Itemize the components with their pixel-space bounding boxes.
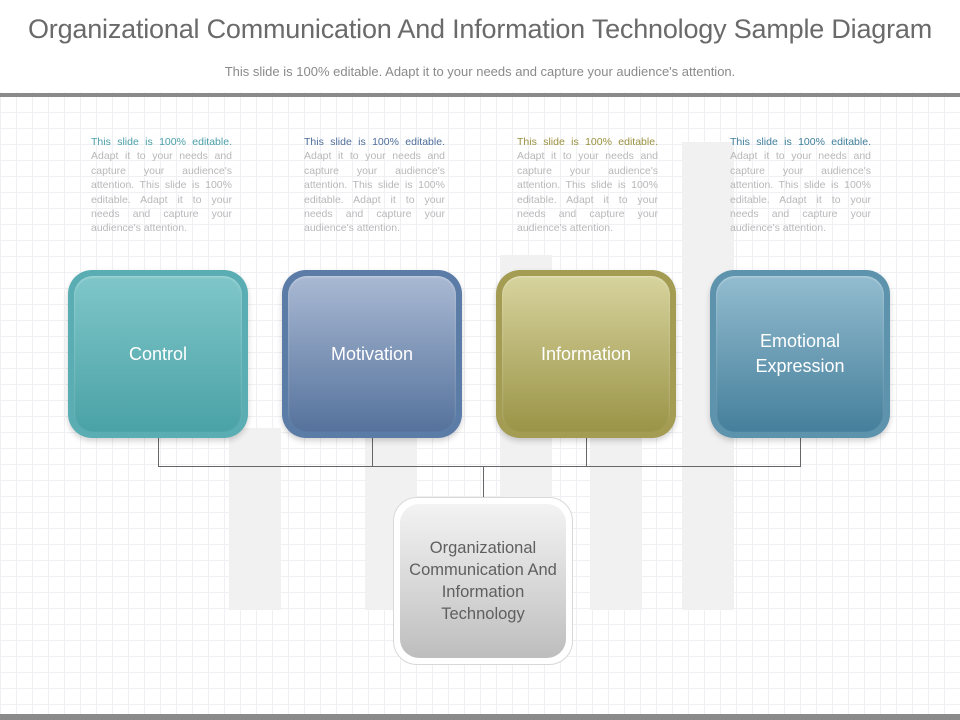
description-body: Adapt it to your needs and capture your … xyxy=(91,150,232,235)
slide-subtitle: This slide is 100% editable. Adapt it to… xyxy=(224,64,736,79)
card-information: Information xyxy=(496,270,676,438)
description-information: This slide is 100% editable. Adapt it to… xyxy=(517,135,658,236)
card-motivation: Motivation xyxy=(282,270,462,438)
description-motivation: This slide is 100% editable. Adapt it to… xyxy=(304,135,445,236)
card-motivation-label: Motivation xyxy=(330,343,414,364)
card-information-face: Information xyxy=(502,276,670,432)
card-control-label: Control xyxy=(128,343,188,364)
slide-title: Organizational Communication And Informa… xyxy=(28,14,932,44)
connector-center xyxy=(483,466,484,497)
description-body: Adapt it to your needs and capture your … xyxy=(730,150,871,235)
description-highlight: This slide is 100% editable. xyxy=(730,136,871,148)
connector-horizontal xyxy=(158,466,801,467)
card-motivation-face: Motivation xyxy=(288,276,456,432)
description-body: Adapt it to your needs and capture your … xyxy=(517,150,658,235)
card-emotional-expression: Emotional Expression xyxy=(710,270,890,438)
header-background xyxy=(0,0,960,92)
card-control-face: Control xyxy=(74,276,242,432)
description-highlight: This slide is 100% editable. xyxy=(91,136,232,148)
description-highlight: This slide is 100% editable. xyxy=(517,136,658,148)
footer-divider xyxy=(0,714,960,720)
center-card-face: Organizational Communication And Informa… xyxy=(400,504,566,658)
description-emotional-expression: This slide is 100% editable. Adapt it to… xyxy=(730,135,871,236)
card-emotional-expression-label: Emotional Expression xyxy=(755,331,845,376)
header-divider xyxy=(0,93,960,97)
description-control: This slide is 100% editable. Adapt it to… xyxy=(91,135,232,236)
connector-motivation xyxy=(372,438,373,466)
card-information-label: Information xyxy=(540,343,632,364)
description-body: Adapt it to your needs and capture your … xyxy=(304,150,445,235)
center-card: Organizational Communication And Informa… xyxy=(393,497,573,665)
connector-information xyxy=(586,438,587,466)
card-emotional-expression-face: Emotional Expression xyxy=(716,276,884,432)
connector-emotional-expression xyxy=(800,438,801,466)
connector-control xyxy=(158,438,159,466)
card-control: Control xyxy=(68,270,248,438)
center-card-label: Organizational Communication And Informa… xyxy=(409,539,557,623)
description-highlight: This slide is 100% editable. xyxy=(304,136,445,148)
background-bar-1 xyxy=(229,428,281,610)
